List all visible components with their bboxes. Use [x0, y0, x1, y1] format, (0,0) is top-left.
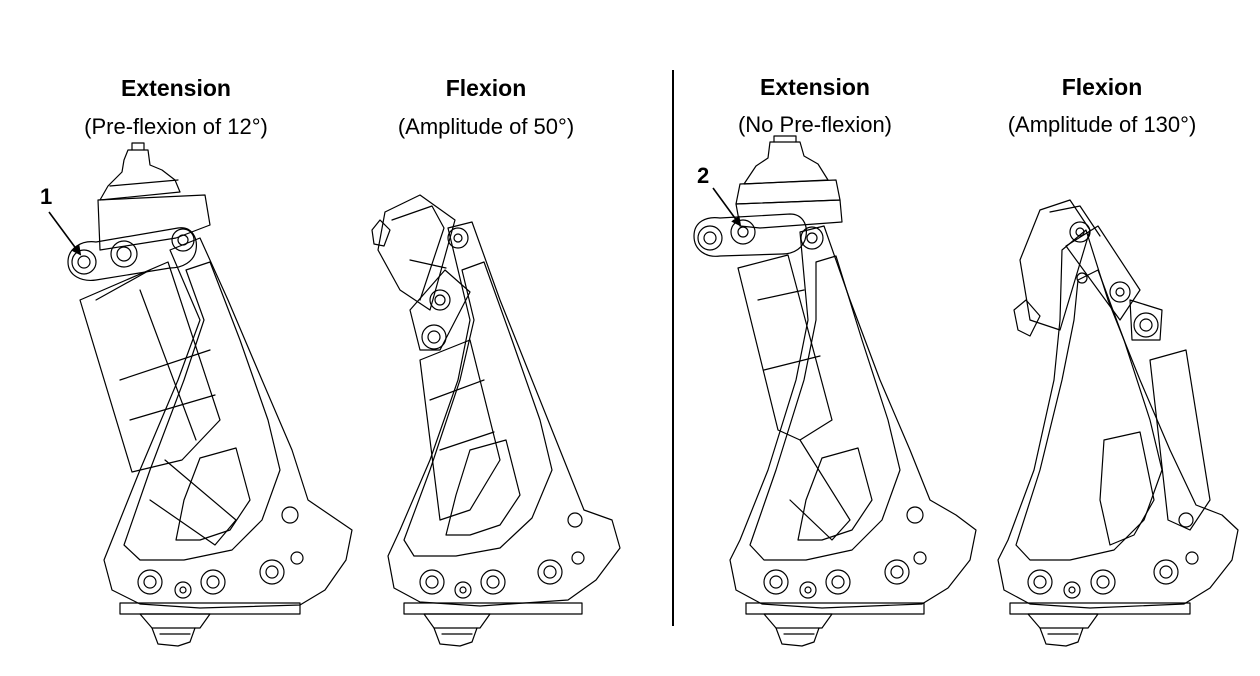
panel-4-subtitle: (Amplitude of 130°)	[1007, 112, 1197, 137]
knee-drawing-extension-no-preflexion	[693, 135, 977, 647]
panel-3-title: Extension	[760, 74, 870, 100]
panel-1-title: Extension	[121, 75, 231, 101]
panel-4-title: Flexion	[1061, 74, 1143, 100]
callout-2-arrow	[712, 187, 742, 227]
knee-drawing-extension-preflexion	[67, 142, 353, 647]
panel-divider	[672, 70, 674, 626]
knee-drawing-flexion-50	[371, 194, 621, 647]
knee-drawing-flexion-130	[997, 199, 1239, 647]
panel-1-subtitle: (Pre-flexion of 12°)	[84, 114, 268, 139]
callout-1-label: 1	[40, 184, 53, 209]
panel-2-title: Flexion	[445, 75, 527, 101]
callout-2-label: 2	[697, 163, 710, 188]
panel-2-subtitle: (Amplitude of 50°)	[397, 114, 575, 139]
panel-3-subtitle: (No Pre-flexion)	[737, 112, 893, 137]
callout-1-arrow	[48, 211, 82, 256]
